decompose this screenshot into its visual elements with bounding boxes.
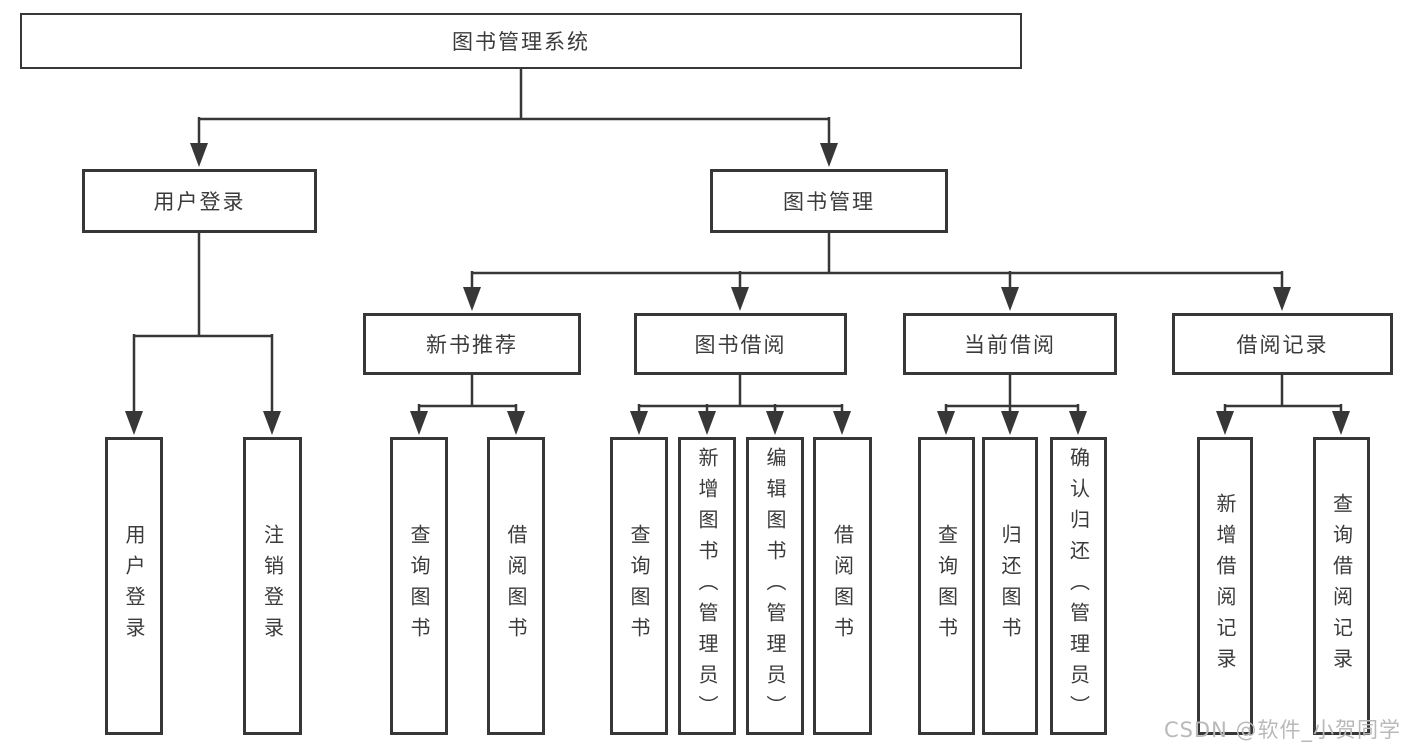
leaf-label: 查询图书 <box>407 524 431 648</box>
arrow-down-icon <box>1001 411 1019 435</box>
arrow-down-icon <box>698 411 716 435</box>
arrow-down-icon <box>731 287 749 311</box>
leaf-return-books: 归还图书 <box>982 437 1038 735</box>
node-current-borrowing: 当前借阅 <box>903 313 1117 375</box>
leaf-query-borrow-record: 查询借阅记录 <box>1313 437 1370 735</box>
connector-line <box>637 375 844 428</box>
node-borrowing-records: 借阅记录 <box>1172 313 1393 375</box>
arrow-down-icon <box>1332 411 1350 435</box>
node-new-book-recommendation: 新书推荐 <box>363 313 581 375</box>
arrow-down-icon <box>766 411 784 435</box>
leaf-query-books-recommend: 查询图书 <box>390 437 448 735</box>
arrow-down-icon <box>1001 287 1019 311</box>
node-book-borrowing: 图书借阅 <box>634 313 847 375</box>
arrow-down-icon <box>937 411 955 435</box>
connector-borrow-records-to-leaves <box>1223 375 1343 428</box>
leaf-label: 新增借阅记录 <box>1213 493 1237 679</box>
leaf-label: 查询图书 <box>627 524 651 648</box>
arrow-down-icon <box>263 411 281 435</box>
arrow-down-icon <box>820 143 838 167</box>
leaf-confirm-return-admin: 确认归还（管理员） <box>1050 437 1107 735</box>
node-library-management-system: 图书管理系统 <box>20 13 1022 69</box>
arrow-down-icon <box>1216 411 1234 435</box>
arrow-down-icon <box>833 411 851 435</box>
arrow-down-icon <box>463 287 481 311</box>
leaf-query-books-current: 查询图书 <box>918 437 975 735</box>
leaf-query-books-borrowing: 查询图书 <box>610 437 668 735</box>
connector-root-to-level2 <box>197 68 831 160</box>
arrow-down-icon <box>630 411 648 435</box>
arrow-down-icon <box>410 411 428 435</box>
connector-new-books-to-leaves <box>417 375 518 428</box>
connector-line <box>470 233 1284 305</box>
leaf-label: 归还图书 <box>998 524 1022 648</box>
leaf-label: 注销登录 <box>260 524 285 648</box>
leaf-borrow-books: 借阅图书 <box>813 437 872 735</box>
arrow-down-icon <box>190 143 208 167</box>
leaf-label: 用户登录 <box>122 524 146 648</box>
connector-book-mgmt-to-level3 <box>470 233 1284 305</box>
node-user-login: 用户登录 <box>82 169 317 233</box>
arrow-down-icon <box>507 411 525 435</box>
leaf-label: 借阅图书 <box>504 524 528 648</box>
leaf-add-borrow-record: 新增借阅记录 <box>1197 437 1253 735</box>
leaf-label: 借阅图书 <box>830 524 855 648</box>
node-book-management: 图书管理 <box>710 169 948 233</box>
leaf-user-login: 用户登录 <box>105 437 163 735</box>
csdn-watermark: CSDN @软件_小贺同学 <box>1163 718 1401 742</box>
connector-line <box>197 68 831 160</box>
leaf-label: 查询借阅记录 <box>1329 493 1354 679</box>
leaf-borrow-books-recommend: 借阅图书 <box>487 437 545 735</box>
leaf-add-books-admin: 新增图书（管理员） <box>678 437 736 735</box>
leaf-logout: 注销登录 <box>243 437 302 735</box>
connector-user-login-to-leaves <box>132 233 274 428</box>
connector-line <box>132 233 274 428</box>
connector-book-borrow-to-leaves <box>637 375 844 428</box>
leaf-label: 确认归还（管理员） <box>1066 446 1091 726</box>
arrow-down-icon <box>1273 287 1291 311</box>
connector-line <box>1223 375 1343 428</box>
arrow-down-icon <box>1069 411 1087 435</box>
leaf-edit-books-admin: 编辑图书（管理员） <box>746 437 804 735</box>
arrow-down-icon <box>125 411 143 435</box>
connector-line <box>417 375 518 428</box>
leaf-label: 编辑图书（管理员） <box>763 446 787 726</box>
leaf-label: 新增图书（管理员） <box>695 446 719 726</box>
leaf-label: 查询图书 <box>934 524 959 648</box>
